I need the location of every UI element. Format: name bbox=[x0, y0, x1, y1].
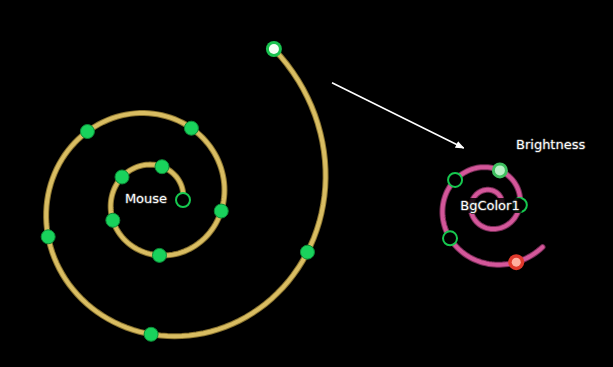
patch-arrow bbox=[332, 83, 464, 148]
control-dot bbox=[184, 121, 198, 135]
control-dot bbox=[41, 230, 55, 244]
control-dot bbox=[155, 160, 169, 174]
spiral-shadow bbox=[46, 49, 325, 336]
control-dot bbox=[106, 213, 120, 227]
control-dot bbox=[115, 170, 129, 184]
node-title: Mouse bbox=[123, 191, 169, 206]
port-ring bbox=[443, 231, 457, 245]
port-label: Brightness bbox=[516, 137, 585, 152]
spiral-line bbox=[46, 49, 325, 336]
port-ring bbox=[448, 173, 462, 187]
end-dot-core bbox=[512, 258, 521, 267]
spiral-outline bbox=[20, 38, 332, 350]
control-dot bbox=[144, 327, 158, 341]
input-dot bbox=[492, 162, 508, 178]
control-dot bbox=[214, 204, 228, 218]
output-dot-core bbox=[269, 44, 279, 54]
end-dot bbox=[508, 254, 524, 270]
spiral-line bbox=[442, 167, 542, 265]
spiral-shadow bbox=[442, 167, 542, 265]
control-dot bbox=[152, 248, 166, 262]
control-dot bbox=[300, 245, 314, 259]
output-dot bbox=[266, 41, 282, 57]
control-dot bbox=[80, 125, 94, 139]
input-dot-core bbox=[495, 165, 505, 175]
node-title: BgColor1 bbox=[458, 198, 521, 213]
port-ring bbox=[176, 193, 190, 207]
spiral-node: Mouse bbox=[20, 38, 332, 350]
spiral-node: BgColor1 bbox=[425, 148, 550, 276]
